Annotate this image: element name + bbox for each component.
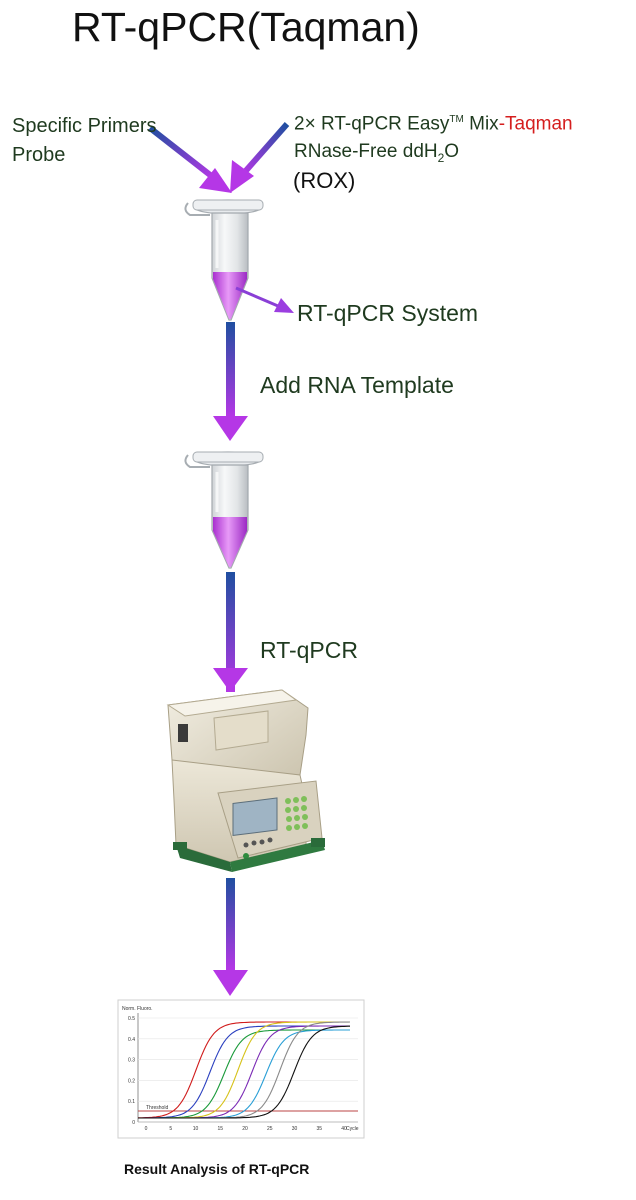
water-label: RNase-Free ddH2O	[294, 141, 460, 166]
plot-y-tick: 0.4	[128, 1037, 135, 1043]
plot-y-tick: 0.5	[128, 1016, 135, 1022]
plot-x-tick: 15	[217, 1126, 223, 1132]
mix-label: 2× RT-qPCR EasyTM Mix-Taqman	[294, 113, 573, 135]
plot-x-title: Cycle	[346, 1126, 359, 1132]
input-label-primers-probe: Specific Primers Probe	[12, 112, 156, 170]
primers-label: Specific Primers	[12, 115, 157, 137]
taqman-highlight: -Taqman	[498, 113, 573, 135]
plot-y-tick: 0	[132, 1120, 135, 1126]
amplification-plot-icon: Norm. Fluoro. 0.5 0.4 0.3 0.2 0.1 0 0 5 10 15 20 2…	[117, 999, 365, 1139]
thermal-cycler-icon	[166, 689, 325, 872]
step-add-template-label: Add RNA Template	[260, 372, 454, 398]
microcentrifuge-tube-icon	[184, 451, 264, 569]
plot-x-tick: 0	[145, 1126, 148, 1132]
plot-y-tick: 0.2	[128, 1078, 135, 1084]
plot-x-tick: 35	[316, 1126, 322, 1132]
plot-y-title: Norm. Fluoro.	[122, 1006, 153, 1012]
result-caption: Result Analysis of RT-qPCR	[124, 1161, 310, 1177]
plot-x-tick: 25	[267, 1126, 273, 1132]
flow-arrow-2	[213, 572, 248, 692]
flow-arrow-1	[213, 322, 248, 441]
step-rt-qpcr-label: RT-qPCR	[260, 637, 358, 663]
system-label: RT-qPCR System	[297, 300, 479, 326]
amplification-curve	[138, 1025, 350, 1119]
rox-label: (ROX)	[293, 168, 356, 193]
plot-x-tick: 30	[292, 1126, 298, 1132]
plot-y-tick: 0.3	[128, 1058, 135, 1064]
plot-x-tick: 5	[169, 1126, 172, 1132]
microcentrifuge-tube-icon	[184, 199, 264, 321]
primers-arrow	[148, 125, 232, 193]
threshold-label: Threshold	[146, 1105, 168, 1111]
plot-x-tick: 20	[242, 1126, 248, 1132]
probe-label: Probe	[12, 144, 66, 166]
plot-x-tick: 10	[193, 1126, 199, 1132]
plot-y-tick: 0.1	[128, 1099, 135, 1105]
flow-arrow-3	[213, 878, 248, 996]
mix-arrow	[230, 122, 290, 193]
page-title: RT-qPCR(Taqman)	[72, 4, 420, 50]
plot-x-tick: 40	[341, 1126, 347, 1132]
system-pointer-arrow	[235, 286, 294, 313]
input-label-mix: 2× RT-qPCR EasyTM Mix-Taqman RNase-Free …	[294, 106, 573, 172]
